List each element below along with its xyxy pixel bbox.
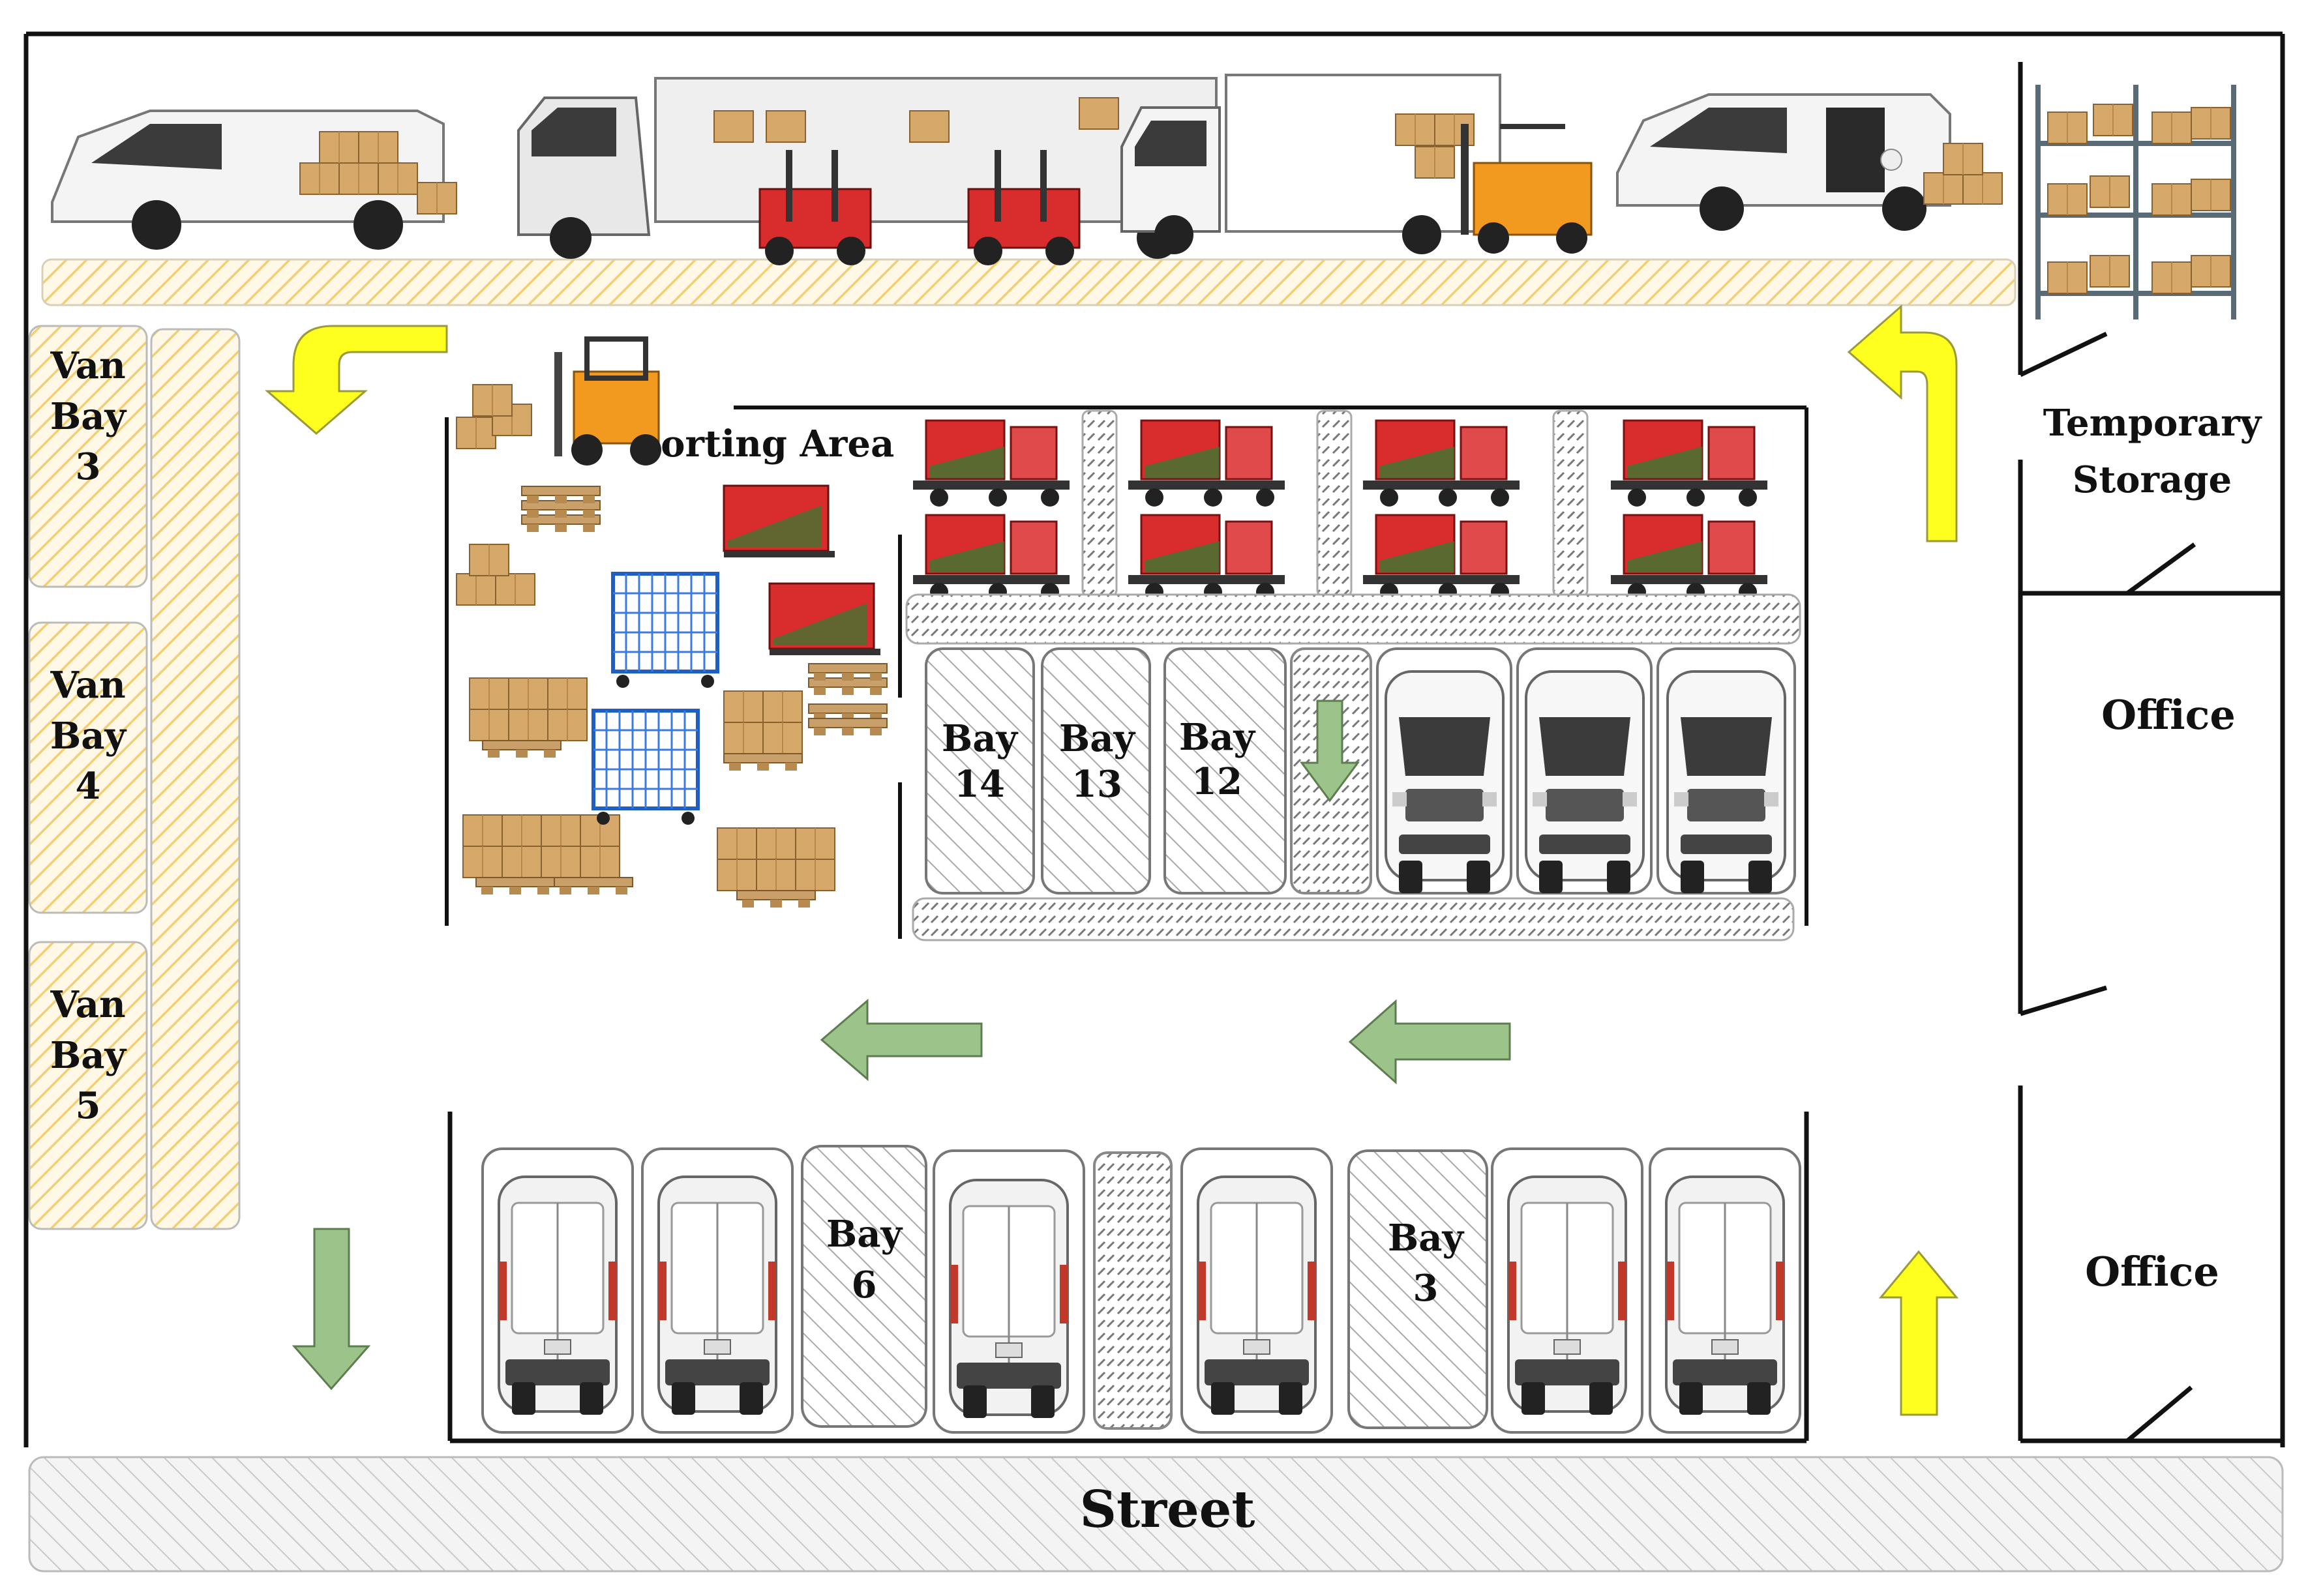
lower-van-slot-1: [481, 1147, 634, 1434]
left-walkway-strip: [150, 328, 241, 1230]
lower-bay-6: [801, 1145, 927, 1428]
middle-van-slot-1: [1376, 647, 1512, 894]
office-lower-label: Office: [2085, 1248, 2219, 1295]
street-strip: [28, 1456, 2284, 1573]
van-bay-4-line1: Van: [50, 664, 125, 707]
dock-box-truck: [1120, 74, 1593, 254]
sorting-area: Sorting Area: [445, 336, 1808, 941]
van-bay-3-line3: 3: [76, 445, 101, 488]
lower-walkway-slot: [1093, 1151, 1173, 1430]
green-left-arrow-2: [1348, 999, 1511, 1085]
van-bay-5-line2: Bay: [50, 1034, 127, 1077]
cart-walkway: [905, 593, 1801, 645]
van-bay-4-line3: 4: [76, 765, 101, 808]
van-bay-3: [28, 325, 148, 588]
top-dock-strip: [41, 258, 2016, 306]
middle-bay-13-line2: 13: [1072, 763, 1122, 806]
green-left-arrow-1: [820, 998, 983, 1082]
van-bay-5-line3: 5: [76, 1084, 101, 1127]
middle-bottom-walkway: [912, 897, 1795, 941]
middle-bay-12-line1: Bay: [1179, 716, 1256, 759]
cart-staging: [905, 409, 1801, 645]
middle-bay-14-line1: Bay: [942, 717, 1019, 760]
lower-bay-6-line1: Bay: [826, 1213, 903, 1256]
lower-bay-3: [1347, 1149, 1488, 1429]
sorting-forklift: [456, 336, 661, 466]
van-bay-3-line1: Van: [50, 344, 125, 387]
lower-van-slot-6: [1649, 1147, 1801, 1434]
lower-van-slot-2: [641, 1147, 794, 1434]
temporary-storage-label-2: Storage: [2073, 458, 2232, 501]
top-loading-dock: [41, 74, 2016, 306]
flow-arrows: [264, 304, 1959, 1416]
cart-divider-2: [1316, 409, 1353, 598]
cart-divider-1: [1081, 409, 1118, 598]
sorting-area-label: Sorting Area: [635, 422, 895, 466]
van-bay-4: [28, 621, 148, 914]
lower-bay-3-line2: 3: [1413, 1267, 1439, 1310]
middle-bay-14-line2: 14: [954, 763, 1005, 806]
green-down-arrow: [292, 1228, 371, 1391]
lower-van-slot-4: [1180, 1147, 1333, 1434]
office-upper-label: Office: [2101, 691, 2236, 739]
lower-bays-row: Bay 6 Bay 3: [447, 1112, 1809, 1443]
street-label: Street: [1080, 1480, 1255, 1539]
van-bay-3-line2: Bay: [50, 395, 127, 438]
middle-bay-14: [925, 647, 1035, 894]
middle-bays-row: Bay 14 Bay 13 Bay 12: [912, 647, 1796, 941]
yellow-up-arrow: [1878, 1250, 1959, 1416]
middle-bay-12-line2: 12: [1191, 760, 1242, 803]
van-bay-5: [28, 941, 148, 1230]
yellow-bent-arrow-left: [264, 325, 448, 435]
dock-van-1: [51, 110, 457, 250]
lower-bay-6-line2: 6: [852, 1264, 877, 1307]
cart-divider-3: [1552, 409, 1589, 598]
right-rooms: Temporary Storage Office Office: [2018, 62, 2283, 1443]
yellow-bent-arrow-right: [1847, 304, 1958, 542]
storage-shelving: [2031, 85, 2240, 319]
middle-van-slot-3: [1656, 647, 1796, 894]
left-van-bays: Van Bay 3 Van Bay 4 Van Bay 5: [28, 325, 241, 1230]
sorting-inventory: [456, 484, 888, 908]
van-bay-5-line1: Van: [50, 983, 125, 1026]
dock-semi-truck: [517, 77, 1218, 265]
temporary-storage-label-1: Temporary: [2043, 402, 2262, 445]
street: Street: [28, 1456, 2284, 1573]
lower-van-slot-3: [933, 1149, 1085, 1434]
middle-bay-12: [1163, 647, 1287, 894]
green-down-arrow-small: [1300, 700, 1360, 803]
building-walls: [23, 31, 2285, 1447]
lower-van-slot-5: [1491, 1147, 1643, 1434]
middle-van-slot-2: [1516, 647, 1653, 894]
middle-bay-13: [1041, 647, 1151, 894]
dock-van-2: [1616, 93, 2003, 231]
middle-bay-13-line1: Bay: [1059, 717, 1136, 760]
van-bay-4-line2: Bay: [50, 715, 127, 758]
lower-bay-3-line1: Bay: [1388, 1217, 1465, 1260]
